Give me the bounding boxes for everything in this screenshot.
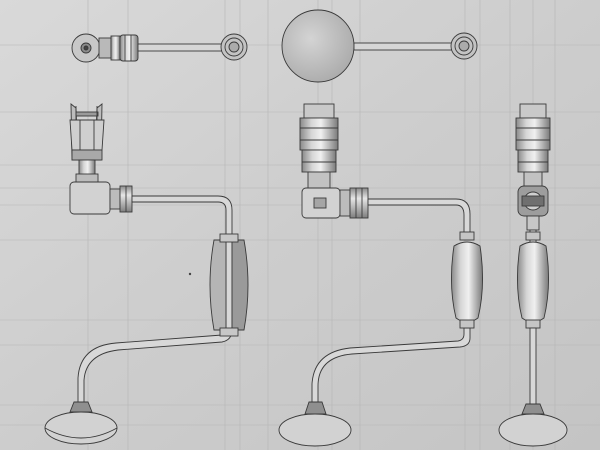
- front-view-left: [44, 103, 249, 445]
- top-view: [71, 9, 478, 83]
- side-view-right: [498, 103, 568, 447]
- front-view-center: [278, 103, 484, 447]
- pencil-speck: [188, 272, 192, 276]
